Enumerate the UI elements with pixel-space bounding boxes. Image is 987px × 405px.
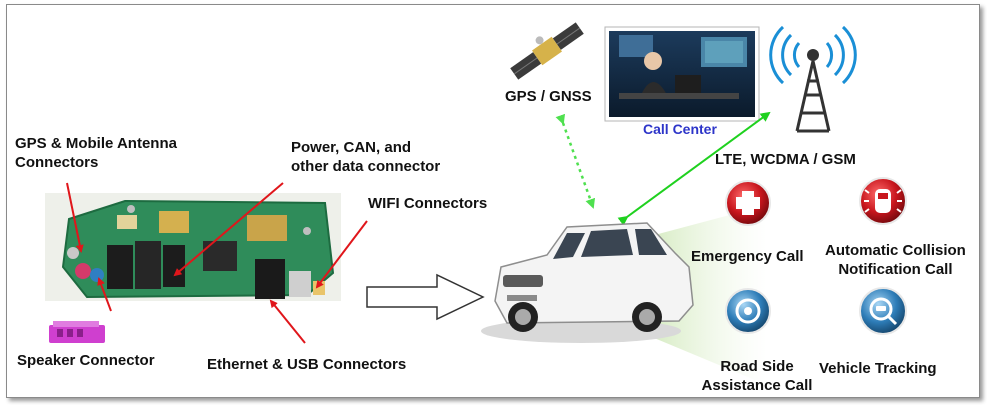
car-search-icon [859,287,907,335]
network-link-arrow [617,111,771,226]
roadside-label: Road Side Assistance Call [691,357,823,395]
diagram-frame: GPS & Mobile Antenna Connectors Power, C… [6,4,980,398]
collision-label: Automatic Collision Notification Call [825,241,966,279]
gps-link-arrow [555,113,596,209]
ethernet-usb-label: Ethernet & USB Connectors [207,356,407,373]
flow-arrow [366,273,485,321]
call-center-label: Call Center [643,121,717,137]
power-can-label-line1: Power, CAN, and [291,139,412,156]
wifi-label: WIFI Connectors [368,195,488,212]
medical-cross-icon [725,180,771,226]
gps-antenna-label-line2: Connectors [15,154,99,171]
vehicle-tracking-label: Vehicle Tracking [819,360,937,377]
collision-label-line2: Notification Call [838,261,953,278]
cell-tower-icon [769,25,857,133]
emergency-call-label: Emergency Call [691,248,804,265]
diagram-canvas [45,22,907,385]
roadside-label-line1: Road Side [720,358,794,375]
coverage-glow [647,205,767,385]
gps-antenna-label: GPS & Mobile Antenna Connectors [15,134,177,172]
gps-antenna-label-line1: GPS & Mobile Antenna [15,135,177,152]
satellite-icon [510,22,584,80]
call-center-photo [604,26,760,122]
car-crash-icon [859,177,907,225]
suv-car-photo [481,222,694,343]
power-can-label-line2: other data connector [291,158,441,175]
tire-icon [725,288,771,334]
annotation-arrows [66,182,368,344]
collision-label-line1: Automatic Collision [825,242,966,259]
circuit-board-photo [45,193,341,301]
gps-gnss-label: GPS / GNSS [505,88,592,105]
speaker-connector-photo [49,321,105,343]
roadside-label-line2: Assistance Call [701,377,813,394]
network-label: LTE, WCDMA / GSM [715,151,856,168]
power-can-label: Power, CAN, and other data connector [291,138,440,176]
speaker-label: Speaker Connector [17,352,155,369]
